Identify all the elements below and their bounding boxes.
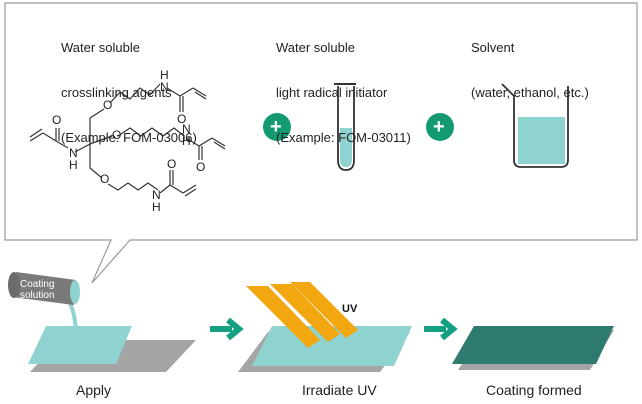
step-arrow-1	[210, 317, 244, 341]
atom-h-middle: H	[182, 134, 191, 148]
can-label: Coating solution	[20, 279, 55, 301]
atom-h-top: H	[160, 68, 169, 82]
atom-o-mid-carbonyl: O	[196, 160, 206, 174]
atom-n-top: N	[160, 80, 169, 94]
crosslinker-molecule	[29, 83, 226, 197]
test-tube	[334, 83, 356, 171]
atom-o-middle: O	[112, 128, 122, 142]
beaker	[501, 83, 569, 168]
step-label-formed: Coating formed	[486, 382, 582, 398]
plus-circle-1	[263, 113, 291, 141]
coating-solution-can	[8, 272, 80, 305]
atom-o-top: O	[103, 98, 113, 112]
plus-icon-2: +	[433, 116, 445, 138]
uv-label: UV	[342, 303, 358, 315]
plus-icon-1: +	[270, 116, 282, 138]
step-label-apply: Apply	[76, 382, 112, 398]
atom-n-bottom: N	[152, 188, 161, 202]
plus-circle-2	[426, 113, 454, 141]
atom-o-top-carbonyl: O	[177, 112, 187, 126]
atom-h-bottom: H	[152, 200, 161, 214]
uv-beam-2	[270, 284, 340, 342]
atom-n-middle: N	[182, 122, 191, 136]
atom-o-left: O	[52, 113, 62, 127]
coating-formed-scene	[452, 326, 614, 370]
apply-scene	[8, 272, 196, 372]
uv-beam-1	[246, 286, 320, 348]
ingredient-solvent-label: Solvent (water, ethanol, etc.)	[471, 40, 589, 100]
atom-o-bottom: O	[100, 172, 110, 186]
ingredient-initiator-label: Water soluble light radical initiator (E…	[276, 40, 411, 145]
step-arrow-2	[424, 317, 458, 341]
atom-n-left: N	[69, 146, 78, 160]
atom-h-left: H	[69, 158, 78, 172]
uv-beam-3	[290, 282, 358, 338]
atom-o-bottom-carbonyl: O	[167, 157, 177, 171]
callout-box	[4, 2, 638, 284]
ingredient-crosslinker-label: Water soluble crosslinking agents (Examp…	[61, 40, 197, 145]
step-label-irradiate: Irradiate UV	[302, 382, 377, 398]
irradiate-scene	[238, 282, 412, 372]
